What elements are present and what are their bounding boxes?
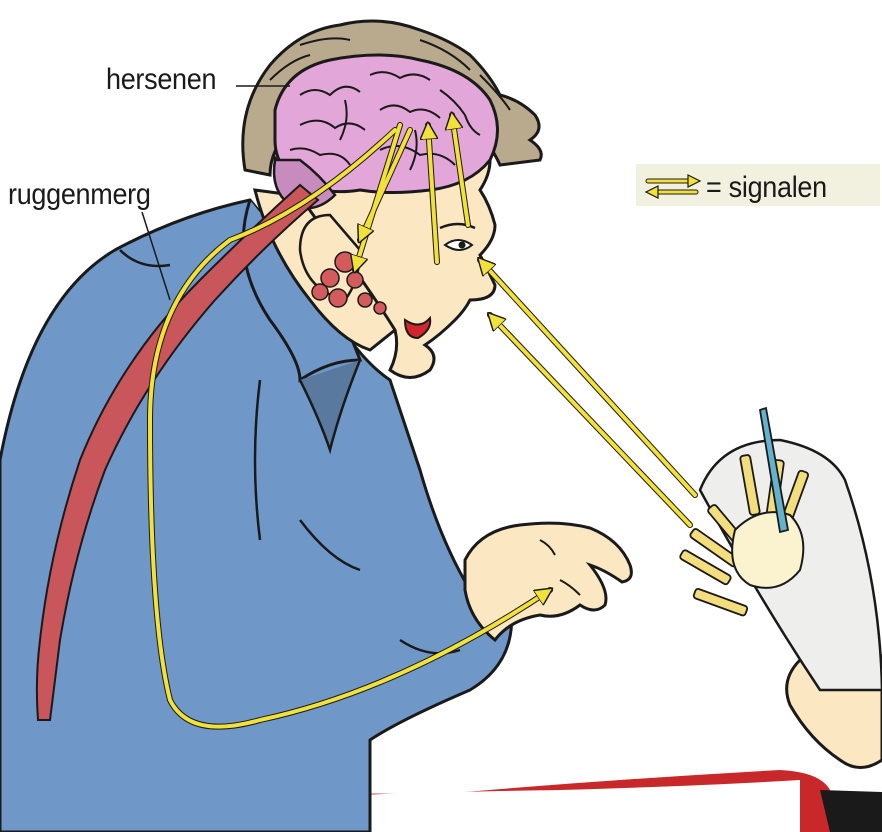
legend-label: = signalen bbox=[706, 171, 827, 204]
signal-arrows-icon bbox=[644, 172, 702, 200]
spinal-cord-label: ruggenmerg bbox=[8, 178, 151, 211]
brain-label: hersenen bbox=[106, 63, 216, 96]
mayonnaise bbox=[732, 512, 803, 588]
signal-nose-arrow bbox=[490, 315, 690, 525]
signal-eye-arrow bbox=[480, 260, 695, 495]
hand bbox=[465, 523, 631, 640]
